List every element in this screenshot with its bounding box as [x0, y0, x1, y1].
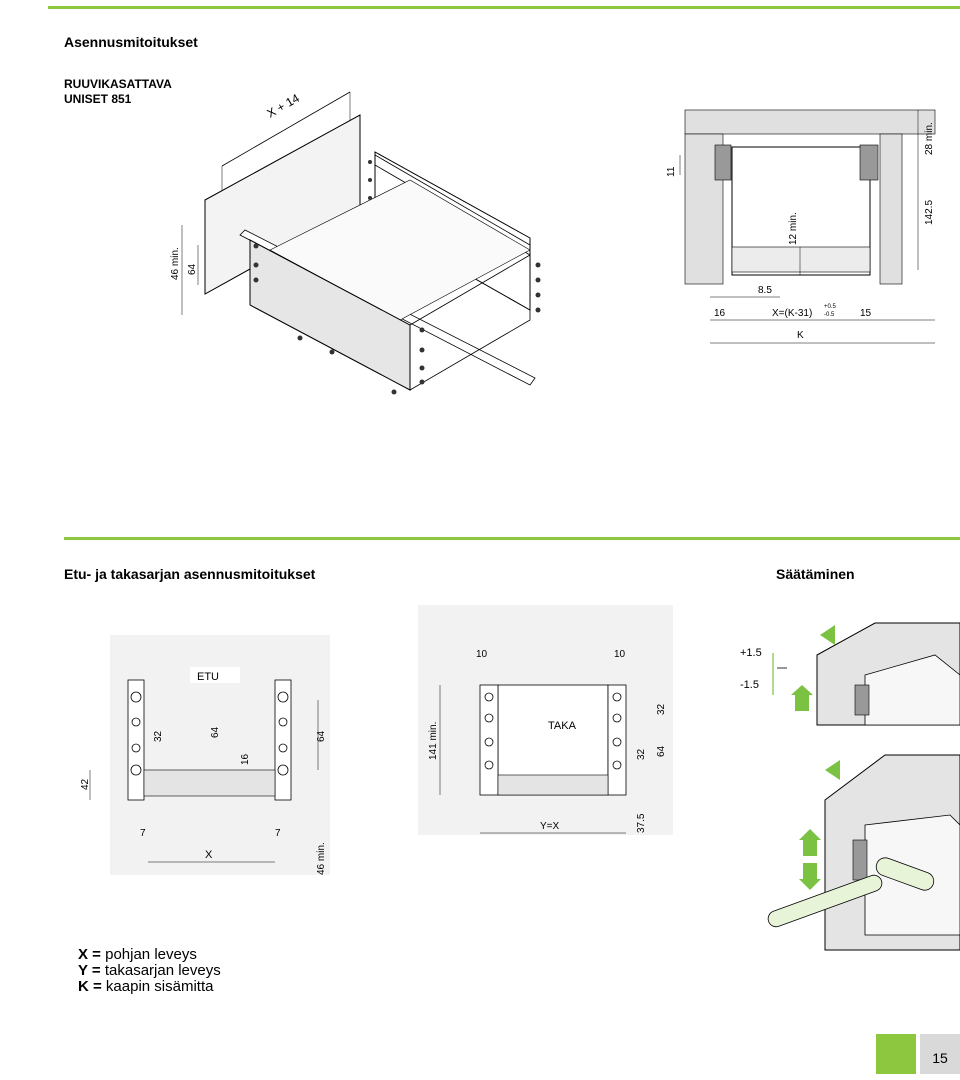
legend-k-key: K =: [78, 978, 102, 995]
product-name: UNISET 851: [64, 92, 132, 106]
dim-46-min-front: 46 min.: [316, 842, 327, 875]
adjust-minus: -1.5: [740, 679, 759, 691]
dim-16: 16: [240, 753, 251, 765]
dim-x: X: [205, 849, 213, 861]
page-accent-block: [876, 1034, 916, 1074]
dim-8-5: 8.5: [758, 285, 772, 296]
product-type: RUUVIKASATTAVA: [64, 77, 172, 91]
back-set-drawing: 10 10 TAKA 141 min. 32 32 64 37.5 Y=X: [418, 605, 673, 835]
dim-46-min: 46 min.: [170, 247, 181, 280]
legend-y-key: Y =: [78, 962, 101, 979]
dim-32-low: 32: [636, 748, 647, 760]
adjust-title: Säätäminen: [776, 566, 855, 582]
tol-plus: +0.5: [824, 304, 837, 310]
dim-32: 32: [153, 730, 164, 742]
front-set-drawing: ETU 32 64 16 64 42 7 7 X 46 min.: [80, 635, 330, 875]
dim-15: 15: [860, 308, 872, 319]
legend-y-value: takasarjan leveys: [100, 962, 221, 979]
dim-64-back: 64: [656, 745, 667, 757]
dim-7-right: 7: [275, 828, 281, 839]
legend-x-value: pohjan leveys: [100, 946, 197, 963]
dim-7-left: 7: [140, 828, 146, 839]
dim-64-outer: 64: [316, 730, 327, 742]
dim-142-5: 142.5: [924, 200, 935, 225]
formula-x: X=(K-31): [772, 308, 812, 319]
dim-10-right: 10: [614, 649, 626, 660]
dim-12-min: 12 min.: [788, 212, 799, 245]
cabinet-section-drawing: 28 min. 142.5 11 12 min. 8.5 16 X=(K-31)…: [666, 109, 936, 344]
back-label: TAKA: [548, 720, 577, 732]
page-number-block: [920, 1034, 960, 1074]
dim-64: 64: [187, 263, 198, 275]
dim-y-equals-x: Y=X: [540, 821, 560, 832]
section-title: Etu- ja takasarjan asennusmitoitukset: [64, 566, 316, 582]
tol-minus: -0.5: [824, 312, 835, 318]
dim-28-min: 28 min.: [924, 122, 935, 155]
legend-k-value: kaapin sisämitta: [101, 978, 214, 995]
top-rule: [48, 6, 960, 9]
dim-k: K: [797, 330, 804, 341]
dim-10-left: 10: [476, 649, 488, 660]
dim-32-top: 32: [656, 703, 667, 715]
front-label: ETU: [197, 671, 219, 683]
dim-11: 11: [666, 166, 677, 177]
drawer-isometric-drawing: X + 14 46 min. 64: [170, 91, 541, 395]
dim-64-inner: 64: [210, 726, 221, 738]
legend-k: K = kaapin sisämitta: [78, 979, 213, 995]
page-number: 15: [920, 1034, 960, 1074]
section-rule: [64, 537, 960, 540]
page-title: Asennusmitoitukset: [64, 34, 198, 50]
dim-37-5: 37.5: [636, 813, 647, 833]
dim-42: 42: [80, 778, 91, 790]
page-number-text: 15: [932, 1050, 948, 1066]
legend-x-key: X =: [78, 946, 101, 963]
legend-x: X = pohjan leveys: [78, 947, 197, 963]
dim-141-min: 141 min.: [428, 722, 439, 760]
adjust-plus: +1.5: [740, 647, 762, 659]
legend-y: Y = takasarjan leveys: [78, 963, 221, 979]
dim-16: 16: [714, 308, 726, 319]
dim-x-plus-14: X + 14: [265, 91, 303, 121]
adjustment-drawing: +1.5 -1.5: [740, 622, 960, 951]
